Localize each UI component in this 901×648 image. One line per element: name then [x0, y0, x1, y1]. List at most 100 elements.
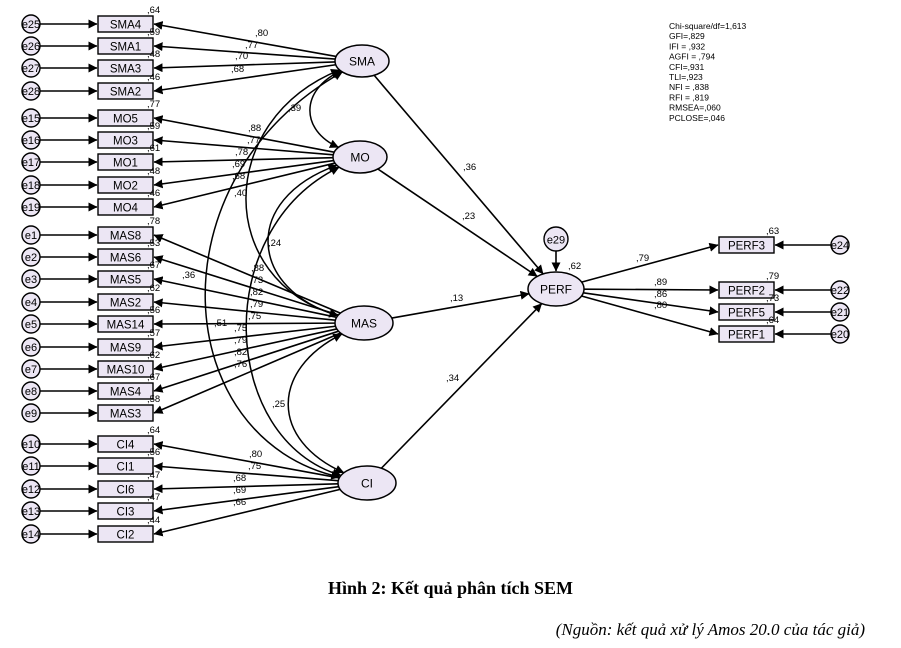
indicator-label: MAS9 — [110, 343, 141, 355]
error-term-node — [21, 337, 41, 357]
error-term-label: e1 — [25, 230, 37, 242]
figure-caption: Hình 2: Kết quả phân tích SEM — [327, 578, 574, 598]
factor-loading-arrow — [153, 319, 336, 329]
indicator-r2-label: ,62 — [147, 350, 160, 361]
factor-loading-label: ,89 — [654, 277, 667, 288]
indicator-r2-label: ,64 — [766, 315, 779, 326]
error-term-node — [21, 381, 41, 401]
factor-loading-arrow — [153, 21, 337, 58]
factor-loading-arrow — [153, 441, 340, 479]
indicator-box — [97, 525, 154, 543]
indicator-label: CI4 — [117, 440, 136, 452]
covariance-label: ,39 — [288, 103, 301, 114]
indicator-label: MO5 — [113, 114, 138, 126]
error-term-node — [830, 235, 850, 255]
factor-loading-arrow — [153, 162, 336, 210]
residual-label: e29 — [547, 235, 565, 247]
latent-label: CI — [361, 477, 373, 491]
structural-path-arrow — [373, 74, 544, 275]
factor-loading-label: ,77 — [247, 135, 260, 146]
error-term-label: e4 — [25, 297, 37, 309]
factor-loading-arrow — [153, 298, 336, 321]
indicator-label: CI1 — [117, 462, 135, 474]
indicator-label: CI6 — [117, 485, 135, 497]
indicator-label: MAS4 — [110, 387, 142, 399]
factor-loading-label: ,80 — [654, 300, 667, 311]
indicator-box — [97, 360, 154, 378]
structural-path-arrow — [391, 290, 530, 319]
structural-path-label: ,23 — [462, 211, 475, 222]
indicator-r2-label: ,64 — [147, 425, 160, 436]
indicator-box — [97, 176, 154, 194]
factor-loading-label: ,68 — [233, 473, 246, 484]
factor-loading-label: ,82 — [250, 287, 263, 298]
indicator-label: SMA3 — [110, 64, 141, 76]
fit-statistic: IFI = ,932 — [669, 41, 705, 51]
indicator-box — [97, 293, 154, 311]
indicator-box — [97, 404, 154, 422]
factor-loading-label: ,75 — [234, 323, 247, 334]
latent-node — [332, 140, 388, 174]
factor-loading-arrow — [153, 462, 339, 482]
indicator-r2-label: ,67 — [147, 260, 160, 271]
indicator-label: PERF2 — [728, 286, 765, 298]
indicator-r2-label: ,59 — [147, 27, 160, 38]
error-term-label: e7 — [25, 364, 37, 376]
covariance-curve — [245, 68, 341, 318]
factor-loading-label: ,69 — [232, 159, 245, 170]
error-term-node — [21, 152, 41, 172]
factor-loading-label: ,80 — [255, 28, 268, 39]
structural-path-label: ,34 — [446, 373, 459, 384]
factor-loading-arrow — [153, 61, 336, 73]
indicator-r2-label: ,46 — [147, 188, 160, 199]
factor-loading-label: ,79 — [234, 335, 247, 346]
factor-loading-arrow — [153, 325, 336, 351]
factor-loading-label: ,73 — [250, 275, 263, 286]
indicator-r2-label: ,62 — [147, 283, 160, 294]
error-term-label: e18 — [22, 180, 40, 192]
indicator-label: MAS14 — [107, 320, 145, 332]
error-term-label: e26 — [22, 41, 40, 53]
factor-loading-arrow — [583, 285, 719, 295]
error-term-node — [21, 225, 41, 245]
factor-loading-arrow — [153, 234, 341, 314]
indicator-label: SMA4 — [110, 20, 142, 32]
indicator-label: MAS8 — [110, 231, 141, 243]
error-term-label: e6 — [25, 342, 37, 354]
error-term-label: e5 — [25, 319, 37, 331]
error-term-node — [830, 280, 850, 300]
covariance-curve — [204, 71, 343, 480]
factor-loading-arrow — [581, 295, 719, 337]
error-term-label: e17 — [22, 157, 40, 169]
indicator-box — [97, 153, 154, 171]
diagram-edges — [40, 19, 831, 539]
error-term-node — [21, 524, 41, 544]
indicator-box — [97, 131, 154, 149]
error-term-label: e11 — [22, 461, 40, 473]
indicator-r2-label: ,73 — [766, 293, 779, 304]
indicator-label: MAS5 — [110, 275, 141, 287]
indicator-r2-label: ,56 — [147, 447, 160, 458]
covariance-label: ,25 — [272, 399, 285, 410]
error-term-node — [830, 302, 850, 322]
indicator-label: CI2 — [117, 530, 135, 542]
factor-loading-label: ,86 — [654, 289, 667, 300]
error-term-label: e10 — [22, 439, 40, 451]
indicator-r2-label: ,44 — [147, 515, 160, 526]
structural-path-arrow — [380, 303, 543, 469]
fit-statistic: RFI = ,819 — [669, 92, 709, 102]
indicator-box — [97, 59, 154, 77]
factor-loading-label: ,68 — [231, 64, 244, 75]
latent-node — [337, 465, 397, 501]
error-term-node — [830, 324, 850, 344]
indicator-label: PERF5 — [728, 308, 765, 320]
indicator-box — [97, 270, 154, 288]
error-term-label: e16 — [22, 135, 40, 147]
factor-loading-arrow — [153, 136, 334, 156]
indicator-box — [718, 303, 775, 321]
error-term-label: e21 — [831, 307, 849, 319]
factor-loading-label: ,79 — [250, 299, 263, 310]
error-term-node — [21, 501, 41, 521]
